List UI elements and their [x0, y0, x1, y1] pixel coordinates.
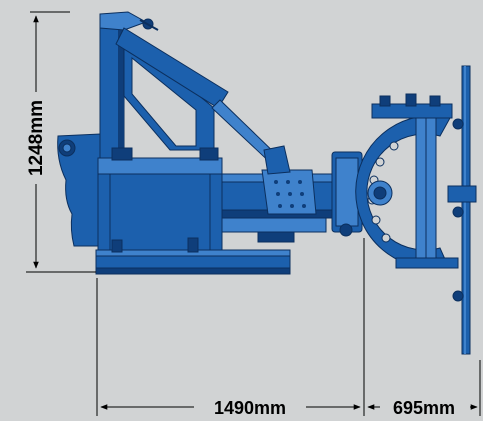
machine	[57, 11, 477, 355]
bottom-clamp	[395, 257, 459, 269]
length-label: 1490mm	[214, 398, 286, 418]
perforated-plate	[261, 169, 317, 215]
slide-rail	[221, 217, 327, 233]
reach-label: 695mm	[393, 398, 455, 418]
column-head	[99, 11, 148, 31]
mounting-bracket	[57, 133, 101, 247]
pole-knob-icon	[452, 118, 464, 130]
top-cap	[111, 147, 133, 161]
height-label: 1248mm	[26, 100, 47, 176]
